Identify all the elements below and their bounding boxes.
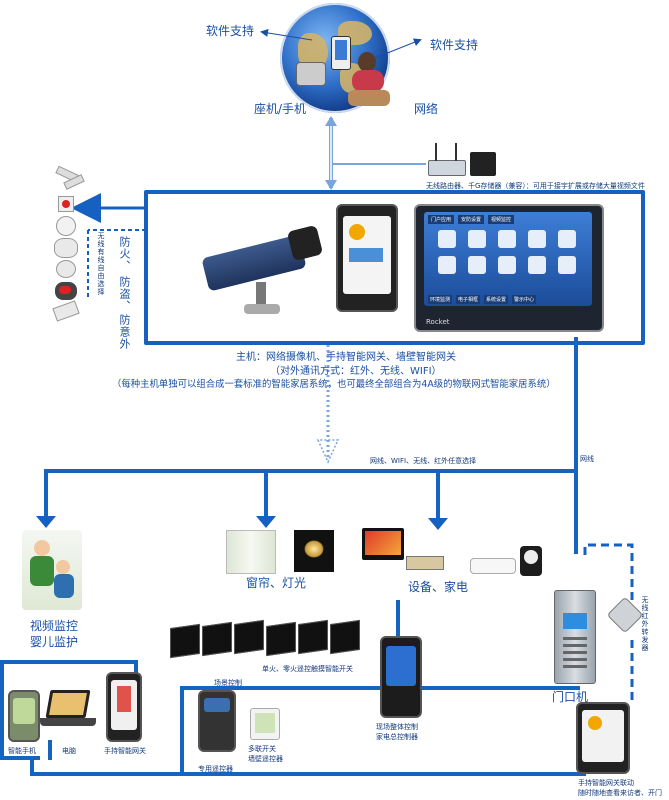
- wall-remote-label: 墙壁遥控器: [248, 755, 283, 763]
- panel-app-icon[interactable]: [468, 256, 486, 274]
- smartphone-label: 智能手机: [8, 747, 36, 755]
- smoke-detector-icon: [56, 216, 76, 236]
- wireless-wired-note: 无线有线自由选择: [97, 232, 105, 296]
- handheld-gateway-icon-small: [106, 672, 142, 742]
- security-label-accident: 防意外: [118, 314, 131, 350]
- gas-detector-icon: [56, 260, 76, 278]
- cable-label: 网线: [580, 455, 594, 463]
- chandelier-photo: [294, 530, 334, 572]
- baby-monitor-label: 婴儿监护: [30, 635, 79, 649]
- handheld-gateway-linkage-icon: [576, 702, 630, 774]
- panel-app-icon[interactable]: [558, 230, 576, 248]
- panel-app-icon[interactable]: [528, 230, 546, 248]
- dedicated-remote-label: 专用遥控器: [198, 765, 233, 773]
- multi-switch-label: 多联开关: [248, 745, 276, 753]
- host-line-3: （每种主机单独可以组合成一套标准的智能家居系统，也可最终全部组合为4A级的物联网…: [112, 379, 556, 390]
- curtain-light-label: 窗帘、灯光: [246, 576, 307, 590]
- panel-tab[interactable]: 视频监控: [488, 215, 515, 224]
- touch-switch-icon[interactable]: [170, 623, 200, 659]
- panel-app-icon[interactable]: [438, 256, 456, 274]
- ir-transmitter-label: 无线红外转发器: [641, 596, 649, 652]
- panel-app-icon[interactable]: [438, 230, 456, 248]
- children-photo: [22, 530, 82, 610]
- host-line-1: 主机：网络摄像机、手持智能网关、墙壁智能网关: [236, 352, 456, 363]
- panel-tab[interactable]: 门户应用: [428, 215, 455, 224]
- door-unit-label: 门口机: [552, 690, 589, 704]
- panel-app-icon[interactable]: [558, 256, 576, 274]
- network-label: 网络: [414, 102, 439, 116]
- panel-app-icon[interactable]: [498, 230, 516, 248]
- security-label-fire: 防火、: [118, 236, 131, 272]
- person-on-phone-image: [348, 52, 390, 108]
- landline-phone-icon: [296, 62, 326, 86]
- touch-switch-row: [170, 619, 360, 662]
- devices-appliances-label: 设备、家电: [408, 580, 469, 594]
- touch-switch-icon[interactable]: [266, 621, 296, 657]
- wireless-router-icon: [428, 143, 466, 176]
- air-conditioner-icon: [470, 558, 516, 574]
- dvd-player-icon: [406, 556, 444, 570]
- handheld-gateway-label: 手持智能网关: [104, 747, 146, 755]
- software-support-right-label: 软件支持: [430, 38, 479, 52]
- laptop-icon: [40, 690, 96, 730]
- handheld-smart-gateway-icon: [336, 204, 398, 312]
- storage-device-icon: [470, 152, 496, 176]
- single-fire-switch-label: 单火、零火遥控触摸智能开关: [262, 665, 353, 673]
- touch-switch-icon[interactable]: [202, 621, 232, 657]
- security-label-theft: 防盗、: [118, 276, 131, 312]
- curtain-photo: [226, 530, 276, 574]
- panel-app-icon[interactable]: [468, 230, 486, 248]
- panel-bottom-tab[interactable]: 电子相框: [456, 295, 481, 304]
- touch-switch-icon[interactable]: [234, 619, 264, 655]
- speaker-icon: [520, 546, 542, 576]
- panel-bottom-tab[interactable]: 警示中心: [512, 295, 537, 304]
- handheld-linkage-label: 手持智能网关联动: [578, 779, 634, 787]
- handheld-linkage-desc: 随时随地查看来访者、开门: [578, 789, 662, 797]
- onsite-control-label: 现场整体控制: [376, 723, 418, 731]
- panel-bottom-tab[interactable]: 环境监测: [428, 295, 453, 304]
- panel-tab[interactable]: 安防设置: [458, 215, 485, 224]
- mobile-phone-icon: [331, 36, 351, 70]
- landline-mobile-label: 座机/手机: [254, 102, 307, 116]
- motion-sensor-icon: [54, 238, 78, 258]
- wall-remote-icon: [250, 708, 280, 740]
- host-line-2: （对外通讯方式：红外、无线、WIFI）: [270, 366, 442, 377]
- panel-brand: Rocket: [426, 318, 450, 326]
- panel-app-icon[interactable]: [498, 256, 516, 274]
- scene-control-label: 场景控制: [214, 679, 242, 687]
- network-options-note: 网线、WIFI、无线、红外任意选择: [370, 457, 477, 465]
- computer-label: 电脑: [62, 747, 76, 755]
- panel-bottom-tab[interactable]: 系统设置: [484, 295, 509, 304]
- wall-smart-gateway-panel: 门户应用 安防设置 视频监控 环境监测 电子相框 系统设置 警示中心 Rocke…: [414, 204, 604, 332]
- onsite-controller-icon: [380, 636, 422, 718]
- network-camera-icon: [201, 222, 324, 318]
- emergency-button-icon: [58, 196, 74, 212]
- touch-switch-icon[interactable]: [330, 619, 360, 655]
- touch-switch-icon[interactable]: [298, 619, 328, 655]
- door-station-icon: [554, 590, 596, 684]
- television-icon: [362, 528, 404, 560]
- video-monitor-label: 视频监控: [30, 619, 79, 633]
- siren-icon: [55, 282, 77, 300]
- dedicated-remote-icon: [198, 690, 236, 752]
- software-support-left-label: 软件支持: [206, 24, 255, 38]
- smartphone-icon: [8, 690, 40, 742]
- panel-app-icon[interactable]: [528, 256, 546, 274]
- appliance-controller-label: 家电总控制器: [376, 733, 418, 741]
- router-caption: 无线路由器、千G存储器（兼容）：可用于接宇扩展或存储大量视频文件: [426, 182, 645, 190]
